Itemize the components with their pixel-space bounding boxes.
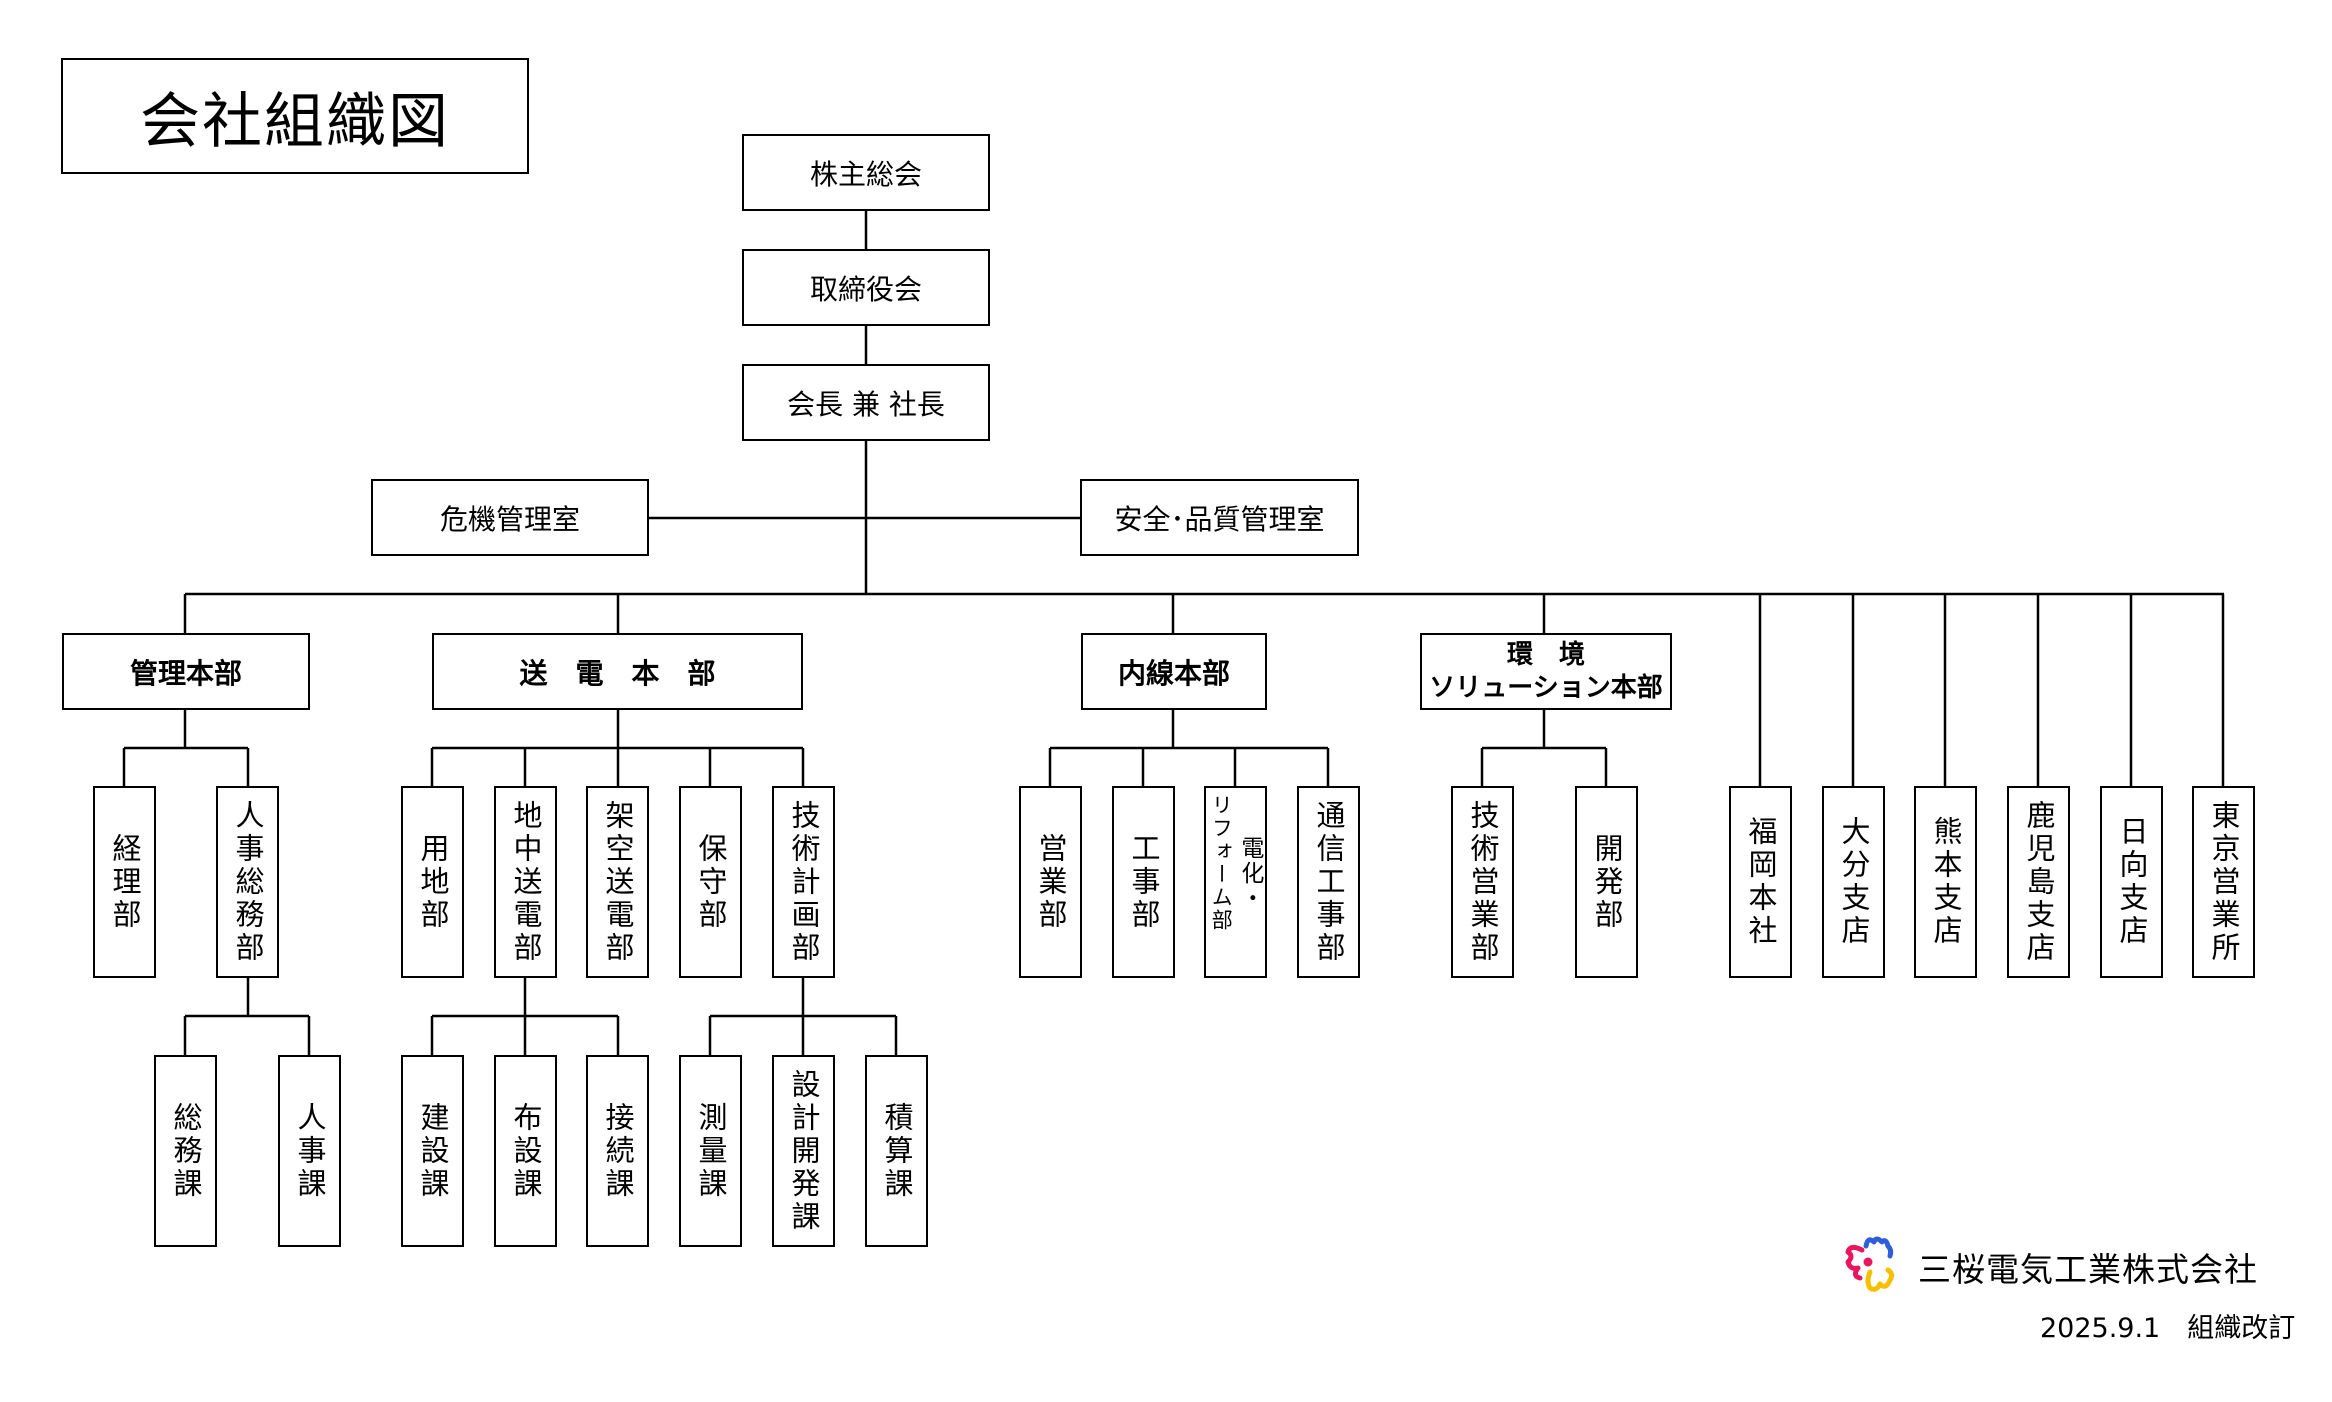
node-label: 開発部 bbox=[1590, 832, 1624, 932]
node-label: 内線本部 bbox=[1117, 656, 1230, 690]
node-label: 危機管理室 bbox=[439, 502, 580, 536]
node-division-indoor-wiring[interactable]: 内線本部 bbox=[1081, 633, 1267, 710]
node-label: 安全･品質管理室 bbox=[1114, 502, 1325, 536]
node-label: 工事部 bbox=[1127, 832, 1161, 932]
node-branch-kumamoto[interactable]: 熊本支店 bbox=[1914, 786, 1977, 978]
node-label: 接続課 bbox=[601, 1101, 635, 1201]
node-label: 建設課 bbox=[416, 1101, 450, 1201]
node-label: 測量課 bbox=[694, 1101, 728, 1201]
company-logo-icon bbox=[1840, 1234, 1900, 1294]
node-label: 東京営業所 bbox=[2207, 799, 2241, 965]
node-label: 会長 兼 社長 bbox=[787, 387, 945, 421]
node-branch-oita[interactable]: 大分支店 bbox=[1822, 786, 1885, 978]
node-label: 積算課 bbox=[880, 1101, 914, 1201]
node-dept-land[interactable]: 用地部 bbox=[401, 786, 464, 978]
node-dept-maintenance[interactable]: 保守部 bbox=[679, 786, 742, 978]
node-label-col2: リフォーム部 bbox=[1209, 794, 1234, 932]
node-label: 管理本部 bbox=[129, 656, 242, 690]
node-label: 技術計画部 bbox=[787, 799, 821, 965]
logo-petal-yellow bbox=[1865, 1267, 1895, 1292]
node-dept-underground-transmission[interactable]: 地中送電部 bbox=[494, 786, 557, 978]
node-dept-hr-general-affairs[interactable]: 人事総務部 bbox=[216, 786, 279, 978]
node-shareholders[interactable]: 株主総会 bbox=[742, 134, 990, 211]
node-label-line1: 環 境 bbox=[1506, 640, 1585, 670]
node-section-jointing[interactable]: 接続課 bbox=[586, 1055, 649, 1247]
node-label: 大分支店 bbox=[1837, 816, 1871, 948]
node-label-line2: ソリューション本部 bbox=[1429, 672, 1663, 703]
node-safety-quality-office[interactable]: 安全･品質管理室 bbox=[1080, 479, 1359, 556]
node-section-surveying[interactable]: 測量課 bbox=[679, 1055, 742, 1247]
node-dept-electrification-reform[interactable]: 電化・ リフォーム部 bbox=[1204, 786, 1267, 978]
node-branch-hyuga[interactable]: 日向支店 bbox=[2100, 786, 2163, 978]
node-label: 経理部 bbox=[108, 832, 142, 932]
node-dept-overhead-transmission[interactable]: 架空送電部 bbox=[586, 786, 649, 978]
node-label: 福岡本社 bbox=[1744, 816, 1778, 948]
node-crisis-management-office[interactable]: 危機管理室 bbox=[371, 479, 649, 556]
node-label: 総務課 bbox=[169, 1101, 203, 1201]
node-dept-technical-sales[interactable]: 技術営業部 bbox=[1451, 786, 1514, 978]
title-box: 会社組織図 bbox=[61, 58, 529, 174]
node-dept-sales[interactable]: 営業部 bbox=[1019, 786, 1082, 978]
node-label: 送 電 本 部 bbox=[519, 656, 716, 690]
node-dept-construction[interactable]: 工事部 bbox=[1112, 786, 1175, 978]
node-label-col1: 電化・ bbox=[1236, 836, 1263, 911]
node-dept-accounting[interactable]: 経理部 bbox=[93, 786, 156, 978]
node-dept-development[interactable]: 開発部 bbox=[1575, 786, 1638, 978]
node-section-estimation[interactable]: 積算課 bbox=[865, 1055, 928, 1247]
revision-date: 2025.9.1 組織改訂 bbox=[2040, 1313, 2296, 1344]
node-division-administration[interactable]: 管理本部 bbox=[62, 633, 310, 710]
node-label: 熊本支店 bbox=[1929, 816, 1963, 948]
node-label: 人事課 bbox=[293, 1101, 327, 1201]
node-section-hr[interactable]: 人事課 bbox=[278, 1055, 341, 1247]
page-title: 会社組織図 bbox=[140, 86, 450, 157]
node-label: 用地部 bbox=[416, 832, 450, 932]
node-dept-telecom-construction[interactable]: 通信工事部 bbox=[1297, 786, 1360, 978]
company-name: 三桜電気工業株式会社 bbox=[1918, 1250, 2258, 1289]
node-label: 保守部 bbox=[694, 832, 728, 932]
node-label: 株主総会 bbox=[809, 157, 922, 191]
node-label: 布設課 bbox=[509, 1101, 543, 1201]
node-label: 鹿児島支店 bbox=[2022, 799, 2056, 965]
node-label: 地中送電部 bbox=[509, 799, 543, 965]
node-president[interactable]: 会長 兼 社長 bbox=[742, 364, 990, 441]
node-label: 設計開発課 bbox=[787, 1068, 821, 1234]
logo-center-dot bbox=[1863, 1257, 1873, 1267]
node-label: 日向支店 bbox=[2115, 816, 2149, 948]
node-dept-technical-planning[interactable]: 技術計画部 bbox=[772, 786, 835, 978]
node-section-general-affairs[interactable]: 総務課 bbox=[154, 1055, 217, 1247]
node-label: 取締役会 bbox=[809, 272, 922, 306]
logo-petal-blue bbox=[1863, 1236, 1894, 1259]
node-division-environment-solution[interactable]: 環 境 ソリューション本部 bbox=[1420, 633, 1672, 710]
node-branch-tokyo-office[interactable]: 東京営業所 bbox=[2192, 786, 2255, 978]
node-branch-kagoshima[interactable]: 鹿児島支店 bbox=[2007, 786, 2070, 978]
node-section-construction[interactable]: 建設課 bbox=[401, 1055, 464, 1247]
node-label: 架空送電部 bbox=[601, 799, 635, 965]
node-section-design-development[interactable]: 設計開発課 bbox=[772, 1055, 835, 1247]
node-section-cable-laying[interactable]: 布設課 bbox=[494, 1055, 557, 1247]
node-label: 技術営業部 bbox=[1466, 799, 1500, 965]
node-division-transmission[interactable]: 送 電 本 部 bbox=[432, 633, 803, 710]
logo-petal-pink bbox=[1845, 1244, 1865, 1281]
node-label: 通信工事部 bbox=[1312, 799, 1346, 965]
node-branch-fukuoka-hq[interactable]: 福岡本社 bbox=[1729, 786, 1792, 978]
node-label: 営業部 bbox=[1034, 832, 1068, 932]
node-board[interactable]: 取締役会 bbox=[742, 249, 990, 326]
node-label: 人事総務部 bbox=[231, 799, 265, 965]
